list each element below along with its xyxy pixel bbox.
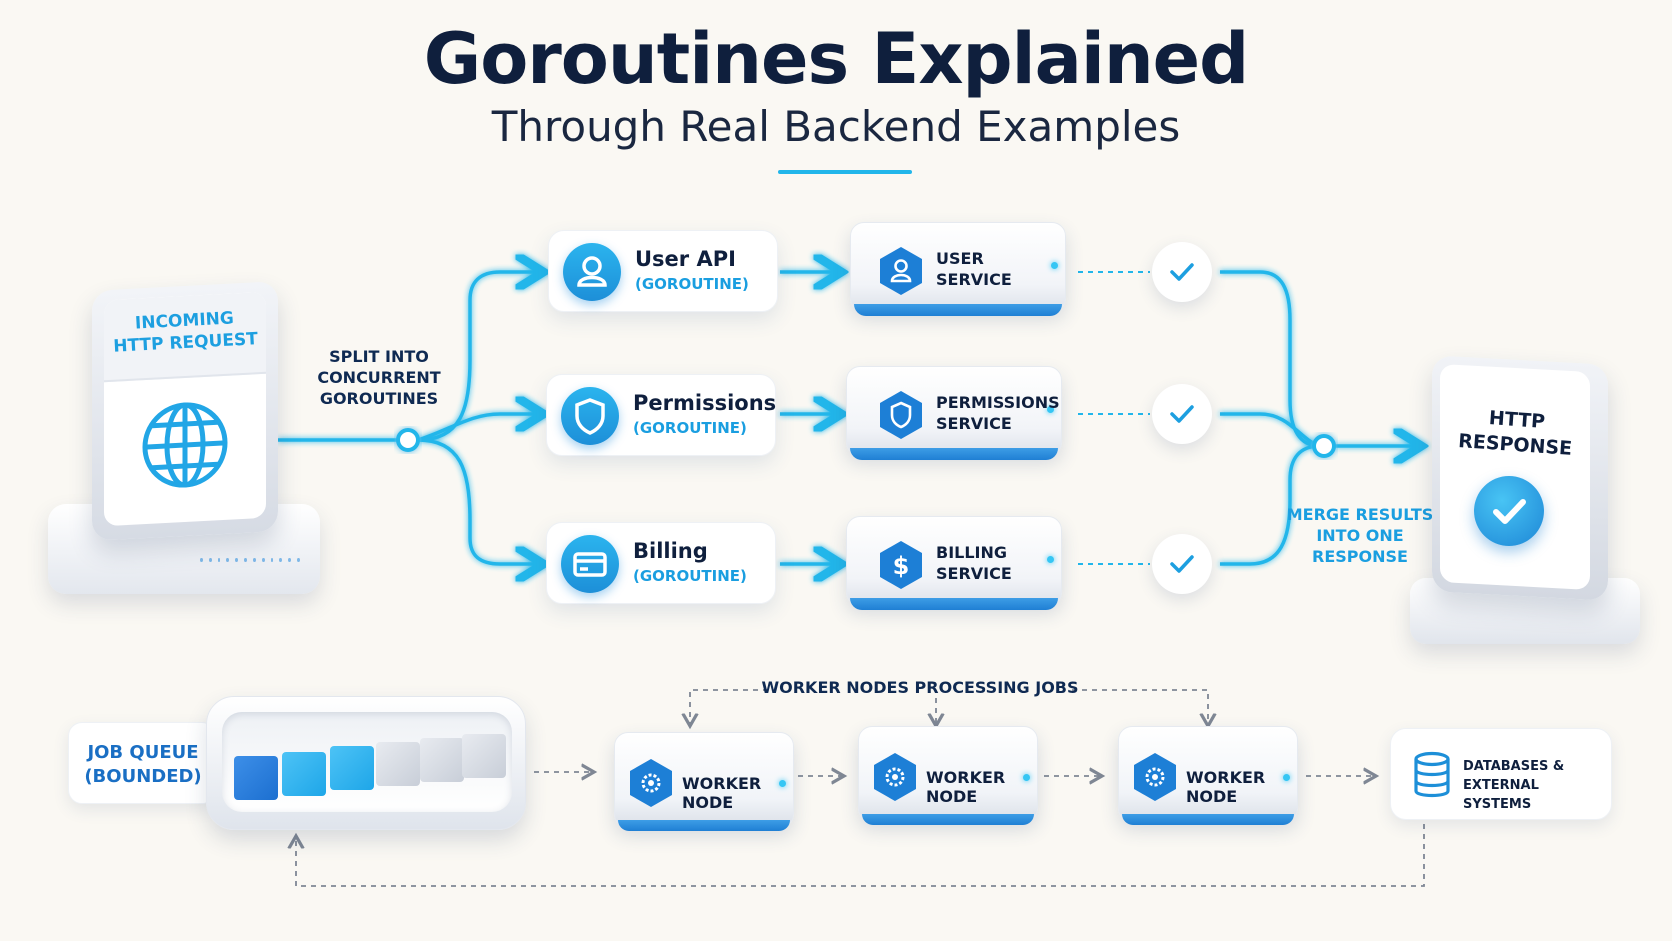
goroutine-card-billing[interactable]: Billing (GOROUTINE) bbox=[546, 522, 776, 604]
job-queue-label: JOB QUEUE(BOUNDED) bbox=[68, 722, 216, 804]
dollar-icon: $ bbox=[880, 541, 922, 589]
shield-icon bbox=[880, 391, 922, 439]
queue-slot-empty bbox=[376, 742, 420, 786]
worker-nodes-title: WORKER NODES PROCESSING JOBS bbox=[761, 678, 1079, 697]
globe-icon bbox=[142, 402, 228, 488]
gear-icon bbox=[1134, 753, 1176, 801]
databases-box[interactable]: DATABASES &EXTERNAL SYSTEMS bbox=[1390, 728, 1612, 820]
user-icon bbox=[880, 247, 922, 295]
check-icon bbox=[1474, 476, 1544, 546]
queue-slot-empty bbox=[420, 738, 464, 782]
goroutine-card-user-api[interactable]: User API (GOROUTINE) bbox=[548, 230, 778, 312]
merge-label: MERGE RESULTS INTO ONE RESPONSE bbox=[1286, 505, 1434, 566]
user-icon bbox=[563, 243, 621, 301]
queue-slot-filled bbox=[282, 752, 326, 796]
branch-wire-permissions bbox=[417, 414, 540, 442]
merge-node bbox=[1312, 434, 1336, 458]
indicator-dots bbox=[200, 558, 300, 564]
check-icon bbox=[1152, 242, 1212, 302]
incoming-request-label: INCOMING HTTP REQUEST bbox=[112, 308, 259, 357]
gear-icon bbox=[630, 759, 672, 807]
http-response-label: HTTP RESPONSE bbox=[1457, 407, 1573, 460]
database-icon bbox=[1414, 751, 1450, 798]
goroutine-card-permissions[interactable]: Permissions (GOROUTINE) bbox=[546, 374, 776, 456]
page-title: Goroutines Explained bbox=[423, 18, 1250, 100]
shield-icon bbox=[561, 387, 619, 445]
split-node bbox=[396, 428, 420, 452]
queue-slot-empty bbox=[462, 734, 506, 778]
merge-wire-billing bbox=[1220, 444, 1321, 566]
split-label: SPLIT INTO CONCURRENT GOROUTINES bbox=[317, 347, 441, 408]
title-underline bbox=[778, 170, 912, 174]
merge-wire-user bbox=[1220, 270, 1321, 448]
page-subtitle: Through Real Backend Examples bbox=[491, 102, 1181, 151]
incoming-device-screen bbox=[104, 291, 266, 527]
credit-card-icon bbox=[561, 535, 619, 593]
branch-wire-user bbox=[417, 272, 540, 442]
svg-text:$: $ bbox=[893, 552, 910, 580]
queue-slot-filled bbox=[234, 756, 278, 800]
check-icon bbox=[1152, 384, 1212, 444]
branch-wire-billing bbox=[417, 438, 540, 564]
check-icon bbox=[1152, 534, 1212, 594]
gear-icon bbox=[874, 753, 916, 801]
queue-slot-filled bbox=[330, 746, 374, 790]
